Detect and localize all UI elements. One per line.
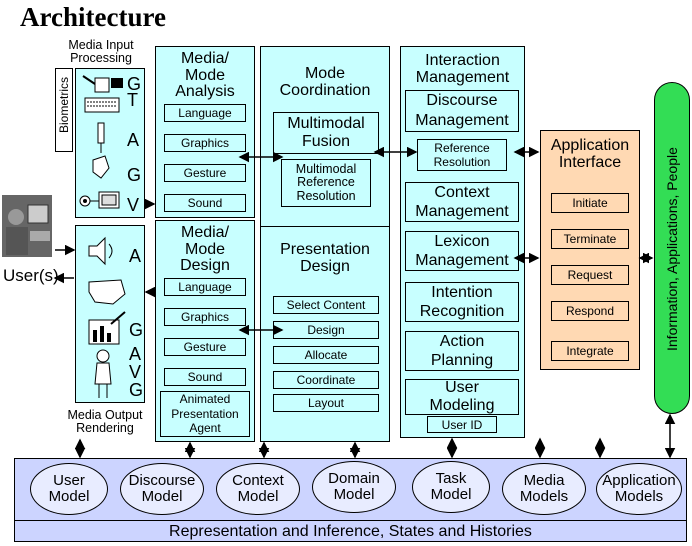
discourse-model: Discourse Model [120, 463, 204, 515]
design-animated-agent: Animated Presentation Agent [160, 391, 250, 437]
user-photo [2, 195, 52, 257]
keyboard-icon [84, 97, 120, 113]
eye-icon [79, 195, 99, 207]
request: Request [551, 265, 629, 285]
map-icon [88, 279, 126, 305]
users-label: User(s) [3, 266, 59, 285]
intention-recognition: Intention Recognition [405, 282, 519, 322]
allocate-step: Allocate [273, 346, 379, 364]
application-models: Application Models [596, 463, 682, 515]
application-interface-title: Application Interface [550, 137, 630, 171]
page-title: Architecture [20, 2, 166, 32]
design-gesture: Gesture [164, 338, 246, 356]
terminate: Terminate [551, 229, 629, 249]
output-letter: G [129, 320, 144, 340]
pen-tablet-icon [82, 75, 123, 93]
biometrics-panel: Biometrics [55, 68, 73, 152]
integrate: Integrate [551, 341, 629, 361]
media-mode-design-title: Media/ Mode Design [180, 223, 230, 275]
user-id: User ID [427, 416, 497, 433]
monitor-icon [98, 191, 120, 209]
layout-step: Layout [273, 394, 379, 412]
media-output-rendering-label: Media Output Rendering [67, 407, 143, 435]
output-letter: G [129, 380, 144, 400]
discourse-management: Discourse Management [405, 90, 519, 132]
media-models: Media Models [502, 463, 586, 515]
analysis-graphics: Graphics [164, 134, 246, 152]
design-step: Design [273, 321, 379, 339]
design-graphics: Graphics [164, 308, 246, 326]
interaction-management-title: Interaction Management [415, 52, 510, 86]
agent-icon [94, 349, 112, 398]
user-model: User Model [30, 463, 108, 515]
output-letter: V [129, 362, 142, 382]
input-letter: A [127, 130, 140, 150]
initiate: Initiate [551, 193, 629, 213]
lexicon-management: Lexicon Management [405, 231, 519, 271]
input-letter: G [127, 165, 142, 185]
action-planning: Action Planning [405, 331, 519, 371]
context-management: Context Management [405, 182, 519, 222]
output-letter: A [129, 246, 142, 266]
bottom-bar-label: Representation and Inference, States and… [14, 520, 687, 542]
multimodal-fusion: Multimodal Fusion [273, 112, 379, 154]
input-letter: T [127, 90, 138, 110]
analysis-sound: Sound [164, 194, 246, 212]
mode-coordination-panel: Mode Coordination Multimodal Fusion Mult… [260, 46, 390, 442]
chart-icon [88, 311, 126, 345]
respond: Respond [551, 301, 629, 321]
media-input-processing-label: Media Input Processing [68, 37, 134, 65]
analysis-gesture: Gesture [164, 164, 246, 182]
application-interface-panel: Application Interface Initiate Terminate… [540, 130, 640, 370]
output-letter: A [129, 344, 142, 364]
reference-resolution: Reference Resolution [417, 139, 507, 171]
analysis-language: Language [164, 104, 246, 122]
speaker-icon [88, 236, 113, 266]
media-mode-design-panel: Media/ Mode Design Language Graphics Ges… [155, 220, 255, 442]
mode-coordination-title: Mode Coordination [279, 65, 371, 99]
media-mode-analysis-panel: Media/ Mode Analysis Language Graphics G… [155, 46, 255, 218]
input-letter: G [127, 74, 142, 94]
user-modeling: User Modeling [405, 379, 519, 415]
interaction-management-panel: Interaction Management Discourse Managem… [400, 46, 525, 438]
select-content: Select Content [273, 296, 379, 314]
presentation-design-title: Presentation Design [280, 241, 370, 275]
multimodal-reference-resolution: Multimodal Reference Resolution [281, 159, 371, 207]
coordinate-step: Coordinate [273, 371, 379, 389]
design-sound: Sound [164, 368, 246, 386]
microphone-icon [97, 122, 105, 153]
input-letter: V [127, 195, 140, 215]
task-model: Task Model [412, 461, 490, 513]
domain-model: Domain Model [312, 461, 396, 513]
media-mode-analysis-title: Media/ Mode Analysis [175, 49, 235, 101]
context-model: Context Model [216, 463, 300, 515]
hand-icon [92, 155, 110, 179]
device-icons [79, 75, 126, 398]
design-language: Language [164, 278, 246, 296]
divider [260, 226, 390, 227]
information-applications-people-bar: Information, Applications, People [654, 82, 690, 414]
